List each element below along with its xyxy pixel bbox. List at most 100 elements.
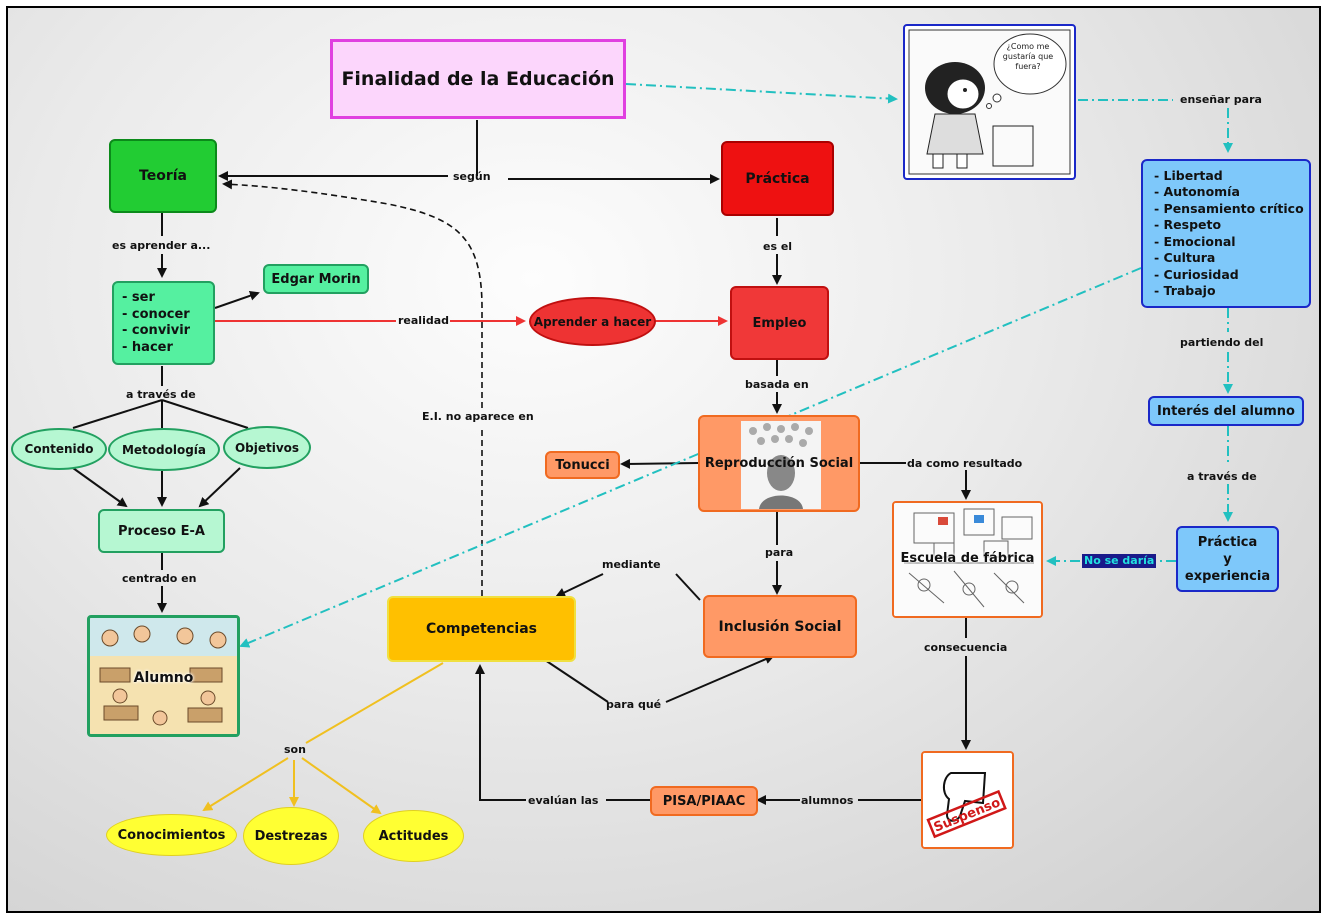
- thumbs-down-icon: Suspenso: [923, 753, 1012, 847]
- edge-son-actitudes: [301, 757, 382, 815]
- practica-label: Práctica: [745, 170, 810, 187]
- saberes-item: - hacer: [122, 339, 173, 355]
- conocimientos-label: Conocimientos: [117, 827, 226, 843]
- link-label-alumnos: alumnos: [801, 794, 854, 807]
- valores-node[interactable]: - Libertad - Autonomía - Pensamiento crí…: [1141, 159, 1311, 308]
- mafalda-image[interactable]: ¿Como me gustaría que fuera?: [903, 24, 1076, 180]
- edge-saberes-edgar: [214, 290, 260, 309]
- link-label-a-traves-de-2: a través de: [1187, 470, 1257, 483]
- escuela-fabrica-node[interactable]: Escuela de fábrica: [892, 501, 1043, 618]
- edge-mediante-competencias: [555, 573, 604, 598]
- competencias-node[interactable]: Competencias: [387, 596, 576, 662]
- concept-map-canvas: Finalidad de la Educación ¿Como me gusta…: [6, 6, 1321, 913]
- edgar-morin-node[interactable]: Edgar Morin: [263, 264, 369, 294]
- edge-paraque-inclusion: [665, 654, 775, 703]
- destrezas-node[interactable]: Destrezas: [243, 807, 339, 865]
- destrezas-label: Destrezas: [254, 828, 328, 844]
- link-label-es-aprender: es aprender a...: [112, 239, 211, 252]
- valores-item: - Trabajo: [1154, 283, 1216, 298]
- link-label-es-el: es el: [763, 240, 793, 253]
- link-label-para-que: para qué: [606, 698, 662, 711]
- aprender-a-hacer-label: Aprender a hacer: [533, 314, 652, 329]
- objetivos-node[interactable]: Objetivos: [223, 426, 311, 469]
- practica-node[interactable]: Práctica: [721, 141, 834, 216]
- edge-valores-alumno: [239, 267, 1142, 648]
- factory-illustration: [894, 503, 1041, 616]
- alumno-node[interactable]: Alumno: [87, 615, 240, 737]
- valores-item: - Cultura: [1154, 250, 1216, 265]
- edge-objetivos-proceso: [198, 467, 241, 508]
- edge-evaluan-competencias: [475, 664, 526, 801]
- practica-experiencia-node[interactable]: Práctica y experiencia: [1176, 526, 1279, 592]
- edge-competencias-paraque: [544, 659, 609, 703]
- link-label-no-se-daria: No se daría: [1082, 554, 1157, 568]
- competencias-label: Competencias: [425, 621, 538, 637]
- pisa-piaac-node[interactable]: PISA/PIAAC: [650, 786, 758, 816]
- interes-alumno-node[interactable]: Interés del alumno: [1148, 396, 1304, 426]
- edge-ei-dashed: [224, 184, 483, 596]
- alumno-label: Alumno: [133, 670, 194, 686]
- page-title: Finalidad de la Educación: [341, 68, 615, 90]
- conocimientos-node[interactable]: Conocimientos: [106, 814, 237, 856]
- link-label-realidad: realidad: [398, 314, 450, 327]
- link-label-centrado-en: centrado en: [122, 572, 197, 585]
- valores-item: - Autonomía: [1154, 184, 1240, 199]
- tonucci-node[interactable]: Tonucci: [545, 451, 620, 479]
- connector-layer: [72, 83, 1233, 815]
- link-label-para: para: [765, 546, 794, 559]
- saberes-node[interactable]: - ser - conocer - convivir - hacer: [112, 281, 215, 365]
- saberes-item: - convivir: [122, 323, 191, 338]
- suspenso-node[interactable]: Suspenso: [921, 751, 1014, 849]
- escuela-fabrica-label: Escuela de fábrica: [900, 551, 1035, 566]
- edge-contenido-proceso: [72, 467, 128, 508]
- interes-alumno-label: Interés del alumno: [1157, 403, 1295, 419]
- link-label-partiendo-del: partiendo del: [1180, 336, 1264, 349]
- saberes-item: - conocer: [122, 306, 190, 322]
- edge-son-conocimientos: [202, 757, 289, 812]
- saberes-item: - ser: [122, 290, 155, 305]
- valores-item: - Libertad: [1154, 167, 1223, 183]
- teoria-node[interactable]: Teoría: [109, 139, 217, 213]
- actitudes-node[interactable]: Actitudes: [363, 810, 464, 862]
- metodologia-node[interactable]: Metodología: [108, 428, 220, 471]
- valores-item: - Respeto: [1154, 217, 1222, 232]
- edge-traves-objetivos: [161, 399, 249, 429]
- link-label-da-como-resultado: da como resultado: [907, 457, 1023, 470]
- edge-inclusion-mediante: [675, 573, 701, 601]
- edge-competencias-son: [305, 662, 444, 744]
- practica-experiencia-label: Práctica y experiencia: [1184, 534, 1271, 584]
- contenido-node[interactable]: Contenido: [11, 428, 107, 470]
- objetivos-label: Objetivos: [234, 440, 300, 455]
- link-label-ensenar-para: enseñar para: [1180, 93, 1262, 106]
- pisa-piaac-label: PISA/PIAAC: [662, 793, 746, 809]
- teoria-label: Teoría: [139, 168, 187, 184]
- link-label-evaluan-las: evalúan las: [528, 794, 599, 807]
- link-label-basada-en: basada en: [745, 378, 809, 391]
- metodologia-label: Metodología: [121, 442, 207, 457]
- link-label-ei-no-aparece: E.I. no aparece en: [422, 410, 534, 423]
- edge-title-mafalda: [625, 83, 898, 104]
- proceso-ea-label: Proceso E-A: [118, 523, 205, 539]
- link-label-segun: según: [453, 170, 491, 183]
- thought-bubble-text: ¿Como me gustaría que fuera?: [1002, 42, 1054, 71]
- mafalda-illustration: [908, 29, 1071, 175]
- valores-item: - Pensamiento crítico: [1154, 200, 1304, 216]
- link-label-mediante: mediante: [602, 558, 661, 571]
- edgar-morin-label: Edgar Morin: [271, 271, 361, 287]
- inclusion-social-label: Inclusión Social: [718, 618, 842, 635]
- link-label-son: son: [284, 743, 306, 756]
- proceso-ea-node[interactable]: Proceso E-A: [98, 509, 225, 553]
- title-node[interactable]: Finalidad de la Educación: [330, 39, 626, 119]
- contenido-label: Contenido: [24, 442, 94, 456]
- reproduccion-social-label: Reproducción Social: [704, 456, 854, 471]
- empleo-label: Empleo: [752, 315, 807, 331]
- aprender-a-hacer-node[interactable]: Aprender a hacer: [529, 297, 656, 346]
- reproduccion-social-node[interactable]: Reproducción Social: [698, 415, 860, 512]
- valores-item: - Emocional: [1154, 233, 1236, 249]
- head-illustration: [741, 421, 821, 509]
- empleo-node[interactable]: Empleo: [730, 286, 829, 360]
- link-label-a-traves-de: a través de: [126, 388, 196, 401]
- edge-traves-contenido: [72, 399, 163, 429]
- classroom-illustration: [90, 618, 237, 734]
- inclusion-social-node[interactable]: Inclusión Social: [703, 595, 857, 658]
